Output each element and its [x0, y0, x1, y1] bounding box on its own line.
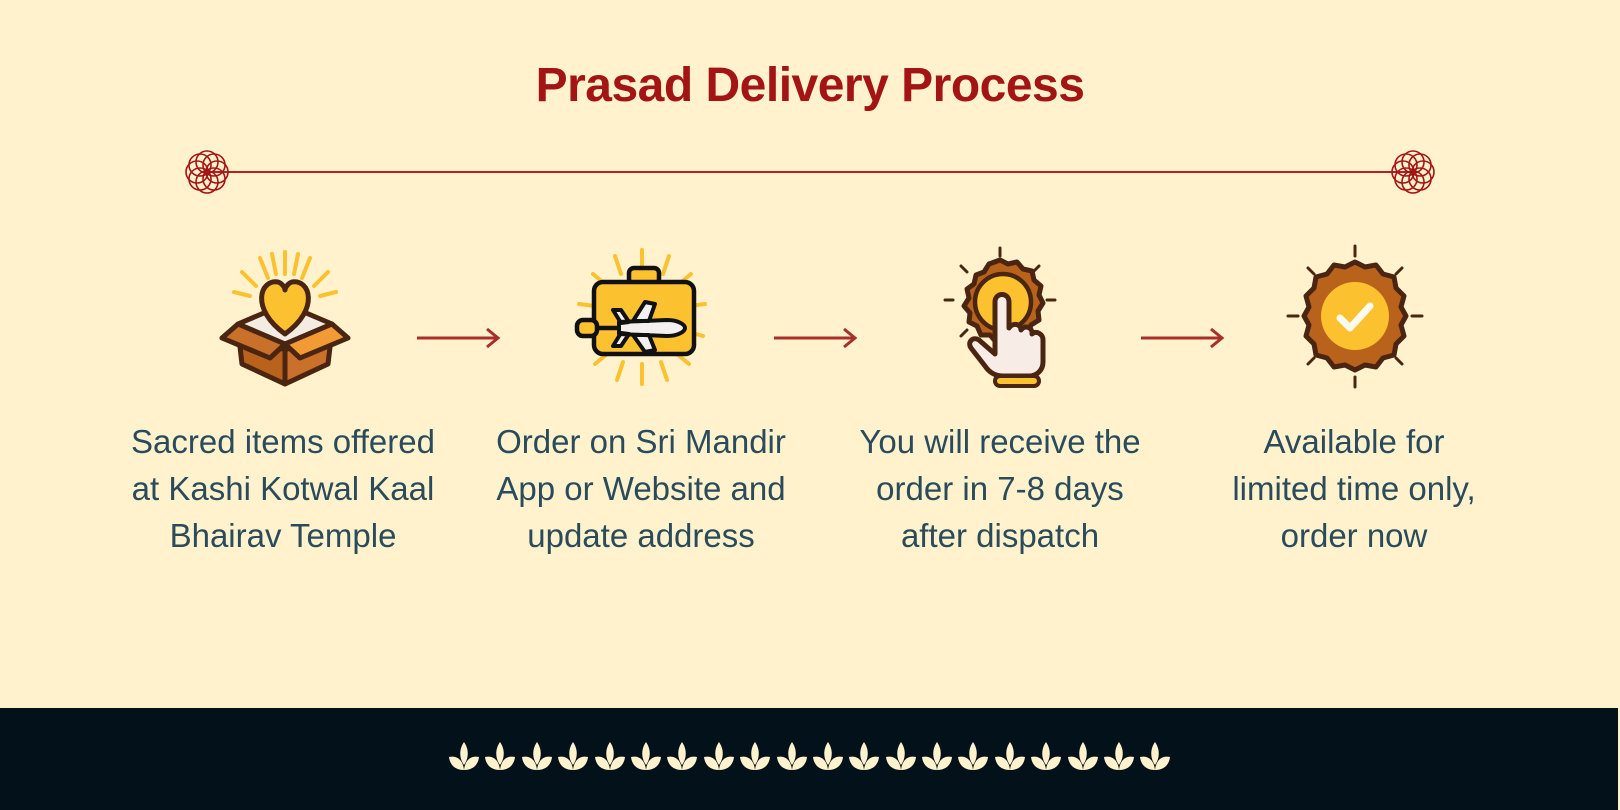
lotus-icon	[1140, 742, 1171, 770]
lotus-icon	[776, 742, 807, 770]
lotus-icon	[703, 742, 734, 770]
lotus-icon	[849, 742, 880, 770]
lotus-icon	[558, 742, 589, 770]
text-line: after dispatch	[900, 517, 1100, 554]
rosette-icon	[1391, 150, 1435, 194]
hand-tap-button-icon	[943, 246, 1057, 388]
arrow-right-icon	[1141, 327, 1225, 349]
step-4-description: Available for limited time only, order n…	[1174, 418, 1534, 559]
step-3-description: You will receive the order in 7-8 days a…	[820, 418, 1180, 559]
text-line: order in 7-8 days	[876, 470, 1124, 507]
lotus-icon	[994, 742, 1025, 770]
text-line: Sacred items offered	[131, 423, 435, 460]
text-line: limited time only,	[1232, 470, 1476, 507]
lotus-icon	[449, 742, 479, 770]
lotus-icon	[885, 742, 916, 770]
arrow-right-icon	[417, 327, 501, 349]
text-line: App or Website and	[496, 470, 786, 507]
rosette-icon	[185, 150, 229, 194]
lotus-border	[448, 740, 1171, 774]
lotus-icon	[1104, 742, 1135, 770]
step-2-description: Order on Sri Mandir App or Website and u…	[461, 418, 821, 559]
text-line: at Kashi Kotwal Kaal	[131, 470, 435, 507]
arrow-right-icon	[774, 327, 858, 349]
text-line: order now	[1280, 517, 1428, 554]
step-1-description: Sacred items offered at Kashi Kotwal Kaa…	[103, 418, 463, 559]
text-line: Order on Sri Mandir	[496, 423, 786, 460]
lotus-icon	[740, 742, 771, 770]
text-line: You will receive the	[859, 423, 1141, 460]
lotus-icon	[630, 742, 661, 770]
footer-edge	[1618, 708, 1620, 810]
text-line: Bhairav Temple	[169, 517, 397, 554]
lotus-icon	[1067, 742, 1098, 770]
lotus-icon	[594, 742, 625, 770]
lotus-icon	[485, 742, 516, 770]
text-line: update address	[527, 517, 755, 554]
footer-band	[0, 708, 1618, 810]
lotus-icon	[521, 742, 552, 770]
text-line: Available for	[1263, 423, 1445, 460]
page-title: Prasad Delivery Process	[535, 59, 1085, 112]
gift-box-heart-icon	[219, 250, 351, 387]
lotus-icon	[1031, 742, 1062, 770]
lotus-icon	[958, 742, 989, 770]
lotus-icon	[812, 742, 843, 770]
lotus-icon	[667, 742, 698, 770]
lotus-icon	[922, 742, 953, 770]
ornamental-divider	[185, 150, 1435, 194]
suitcase-airplane-icon	[574, 248, 707, 386]
check-badge-icon	[1286, 244, 1424, 389]
